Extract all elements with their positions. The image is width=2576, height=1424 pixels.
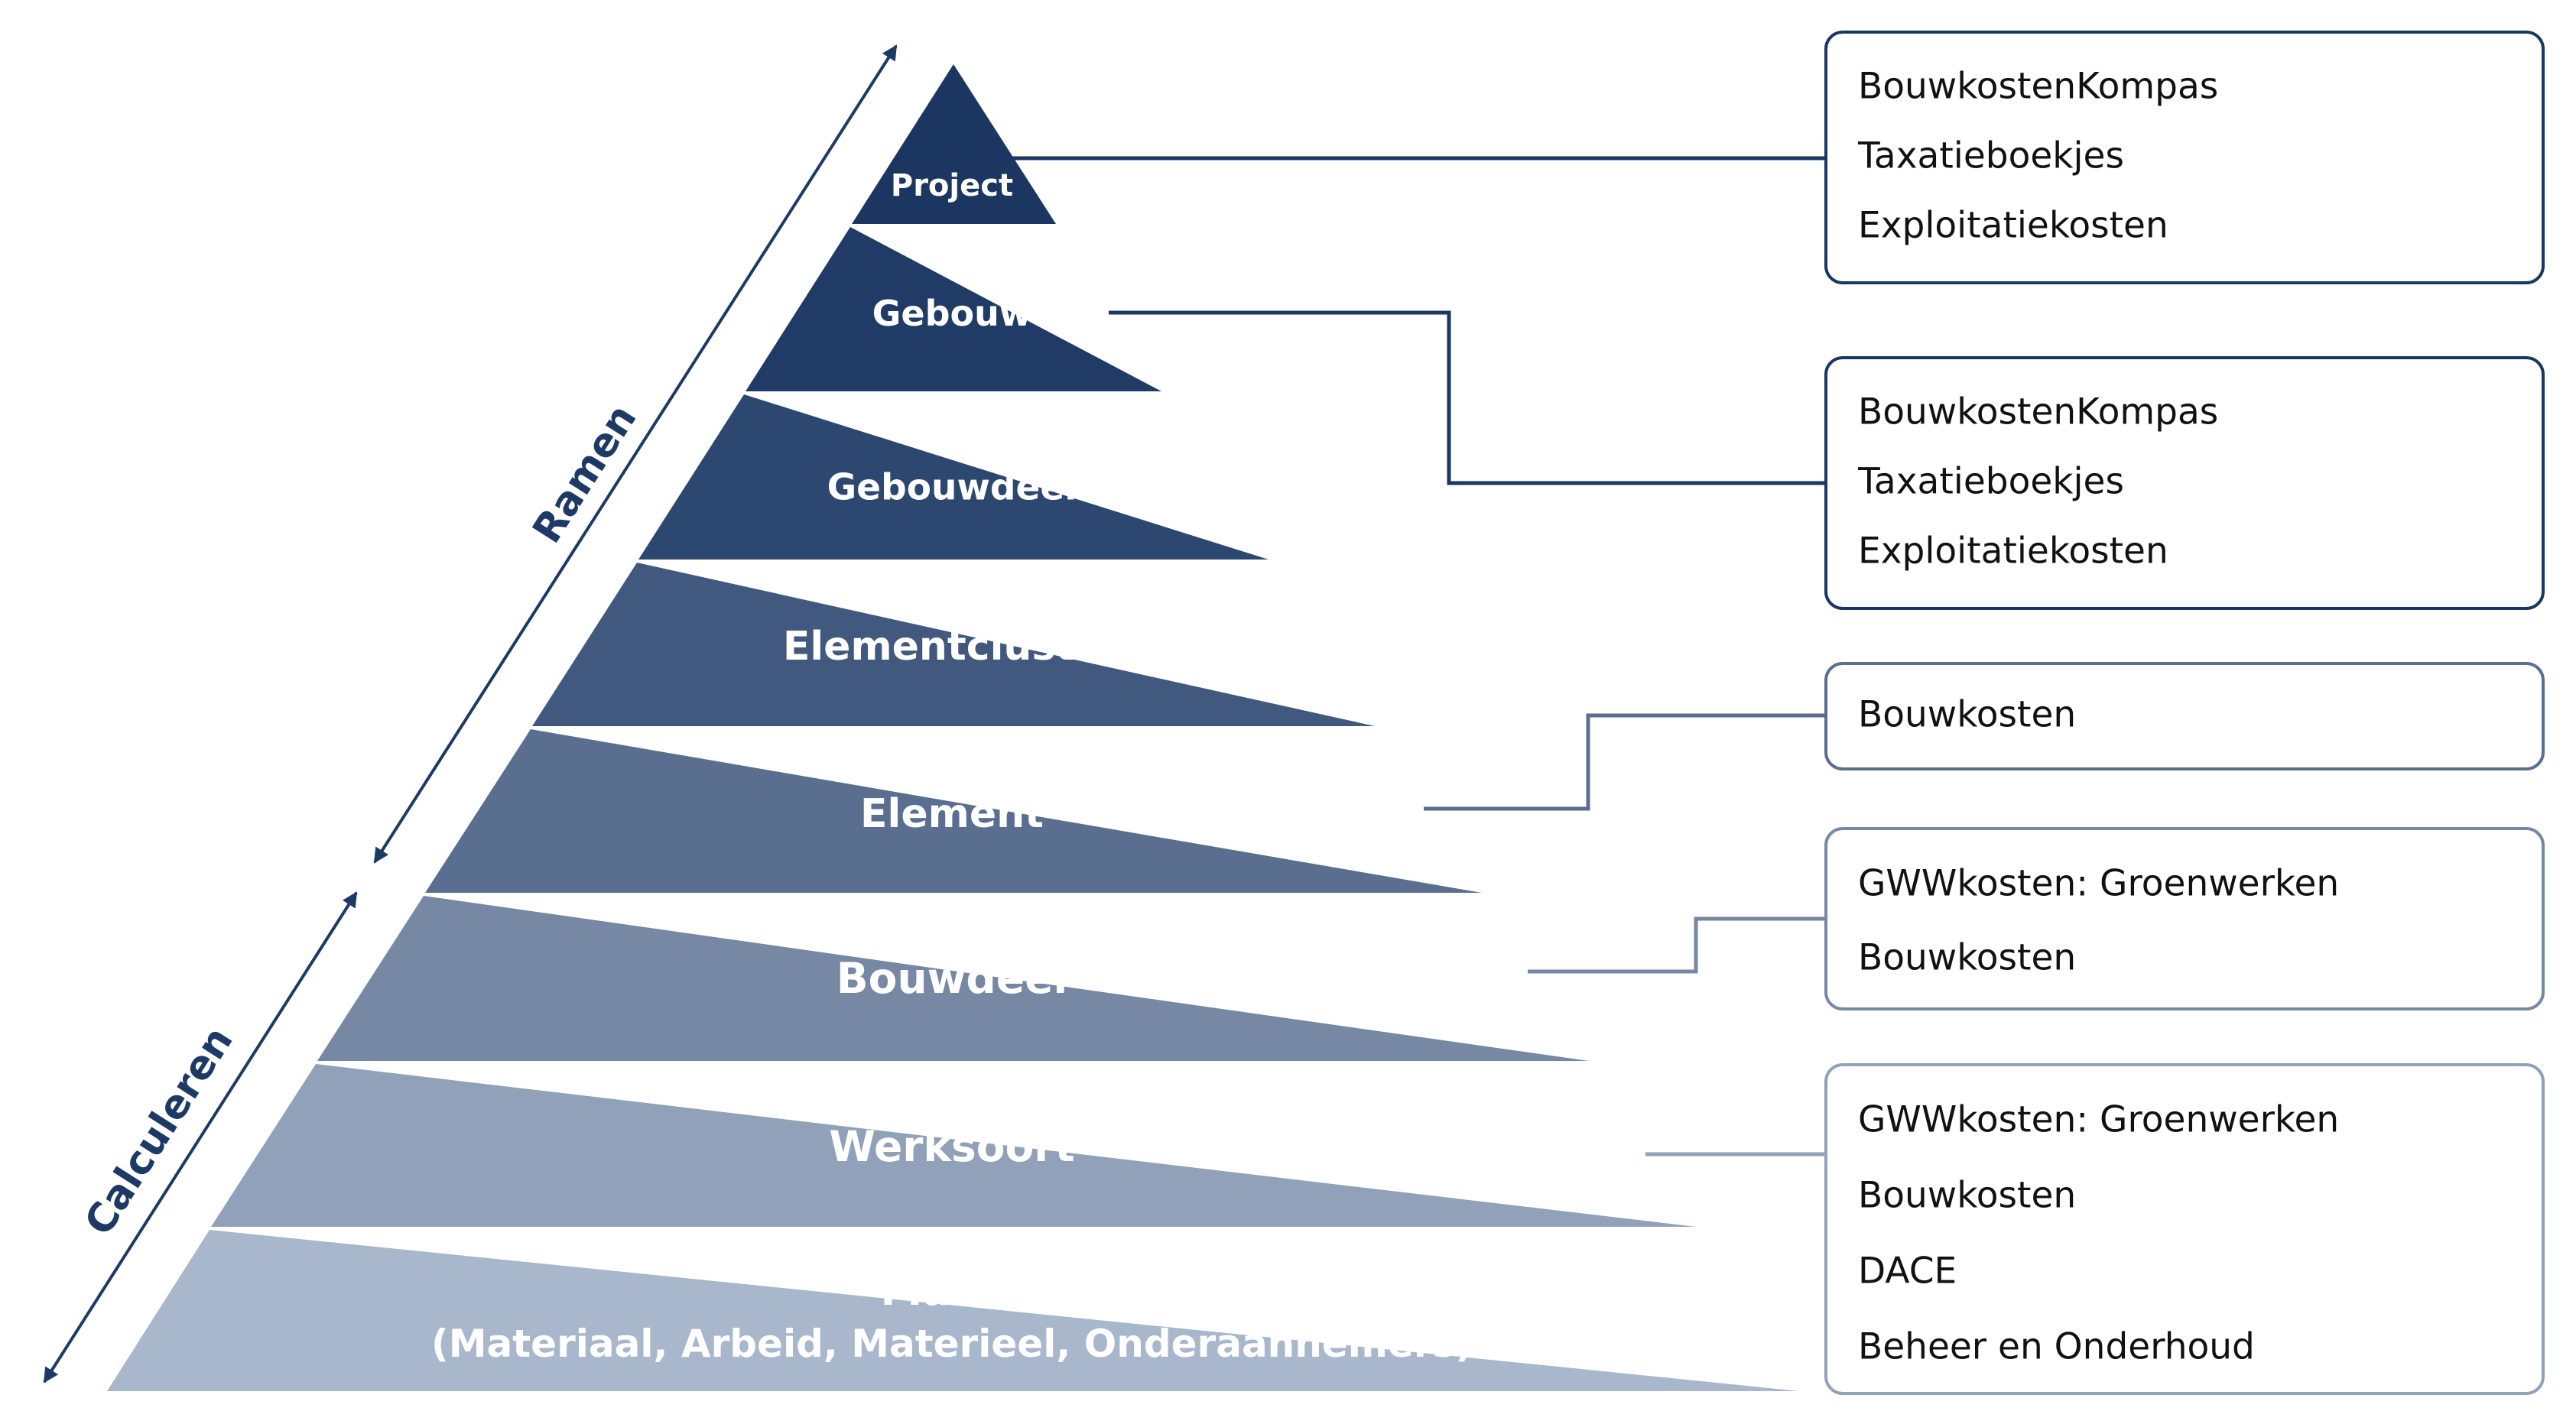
level-mamo-band (107, 1230, 1799, 1391)
level-bouwdeel-label: Bouwdeel (836, 954, 1068, 1003)
level-mamo-label: Mamo (881, 1266, 1024, 1315)
box-werksoort-item-1: GWWkosten: Groenwerken (1858, 1099, 2339, 1141)
level-werksoort-label: Werksoort (829, 1122, 1074, 1171)
level-werksoort-band (211, 1064, 1696, 1227)
box-project (1824, 31, 2545, 284)
pyramid: Project Gebouw Gebouwdeel Elementcluster… (107, 64, 1799, 1391)
box-project-item-3: Exploitatiekosten (1858, 205, 2168, 247)
ramen-arrow (373, 44, 898, 864)
level-element-label: Element (860, 791, 1044, 837)
box-gebouw (1824, 356, 2545, 610)
box-werksoort-item-3: DACE (1858, 1250, 1957, 1293)
box-gebouw-item-1: BouwkostenKompas (1858, 391, 2218, 433)
connector-bouwdeel (1528, 916, 1826, 974)
level-gebouwdeel-label: Gebouwdeel (827, 467, 1077, 509)
connectors (1009, 156, 1826, 1156)
connector-element (1424, 713, 1826, 811)
level-project-band (852, 64, 1056, 224)
box-gebouw-item-2: Taxatieboekjes (1857, 461, 2124, 503)
level-elementcluster-label: Elementcluster (783, 624, 1122, 670)
box-bouwdeel-item-1: GWWkosten: Groenwerken (1858, 863, 2339, 905)
ramen-label: Ramen (525, 397, 646, 551)
info-boxes: BouwkostenKompas Taxatieboekjes Exploita… (1824, 31, 2545, 1395)
level-bouwdeel-band (317, 896, 1589, 1061)
calculeren-arrow (43, 891, 358, 1383)
level-gebouw-label: Gebouw (872, 293, 1032, 334)
box-bouwdeel (1824, 827, 2545, 1010)
box-bouwdeel-item-2: Bouwkosten (1858, 937, 2076, 979)
level-project-label: Project (891, 168, 1013, 203)
box-project-item-2: Taxatieboekjes (1857, 135, 2124, 177)
box-werksoort-item-2: Bouwkosten (1858, 1175, 2076, 1217)
box-werksoort (1824, 1063, 2545, 1395)
connector-gebouw (1109, 310, 1826, 485)
calculeren-label: Calculeren (76, 1019, 242, 1244)
box-werksoort-item-4: Beheer en Onderhoud (1858, 1326, 2255, 1368)
box-element-item-1: Bouwkosten (1858, 694, 2076, 736)
level-mamo-sublabel: (Materiaal, Arbeid, Materieel, Onderaann… (431, 1322, 1473, 1366)
box-gebouw-item-3: Exploitatiekosten (1858, 530, 2168, 573)
box-project-item-1: BouwkostenKompas (1858, 66, 2218, 108)
box-element (1824, 662, 2545, 770)
